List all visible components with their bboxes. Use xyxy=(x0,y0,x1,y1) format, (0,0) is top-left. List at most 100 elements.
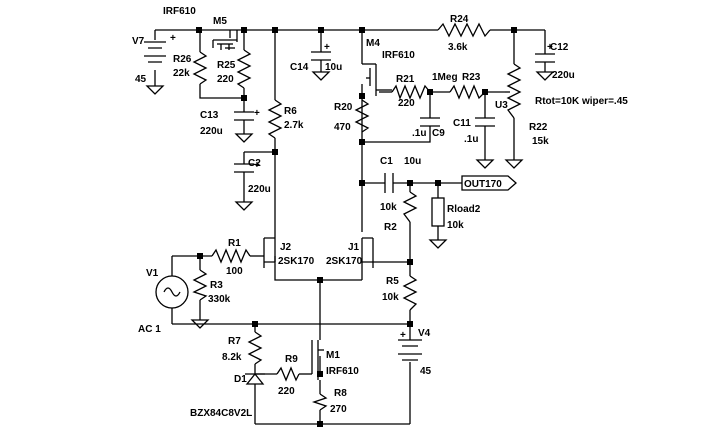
out170-port xyxy=(461,175,517,191)
capacitor-c14 xyxy=(311,51,331,61)
label-r23-value: 1Meg xyxy=(432,72,458,83)
battery-v4 xyxy=(398,339,422,361)
label-c11-value: .1u xyxy=(464,134,478,145)
label-j2: J2 xyxy=(280,242,292,253)
resistor-r3 xyxy=(192,269,208,301)
capacitor-c12 xyxy=(535,53,555,63)
label-c13-value: 220u xyxy=(200,126,223,137)
label-ac1: AC 1 xyxy=(138,324,161,335)
label-r6: R6 xyxy=(284,106,297,117)
label-j2-type: 2SK170 xyxy=(278,256,315,267)
label-r22: R22 xyxy=(529,122,548,133)
label-c2: C2 xyxy=(248,158,261,169)
label-r25-value: 220 xyxy=(217,74,234,85)
label-m4: M4 xyxy=(366,38,380,49)
label-m1-type: IRF610 xyxy=(326,366,359,377)
label-v7-value: 45 xyxy=(135,74,147,85)
label-c1-value: 10u xyxy=(404,156,421,167)
capacitor-c9 xyxy=(420,117,440,127)
label-c2-value: 220u xyxy=(248,184,271,195)
label-r20: R20 xyxy=(334,102,353,113)
label-plus-c13: + xyxy=(254,108,260,119)
mosfet-m1 xyxy=(311,340,324,380)
label-r8: R8 xyxy=(334,388,347,399)
label-r8-value: 270 xyxy=(330,404,347,415)
resistor-r9 xyxy=(276,366,300,382)
battery-v7 xyxy=(144,41,166,63)
label-c1: C1 xyxy=(380,156,393,167)
capacitor-c11 xyxy=(475,117,495,127)
ground-symbols xyxy=(145,71,555,329)
label-u3: U3 xyxy=(495,100,508,111)
mosfet-m5 xyxy=(213,30,237,50)
label-r1-value: 100 xyxy=(226,266,243,277)
label-m1: M1 xyxy=(326,350,340,361)
resistor-r1 xyxy=(211,248,251,264)
label-j1-type: 2SK170 xyxy=(326,256,363,267)
label-plus-c12: + xyxy=(547,42,553,53)
label-j1: J1 xyxy=(348,242,360,253)
resistor-r2 xyxy=(402,191,418,223)
label-r3: R3 xyxy=(210,280,223,291)
label-r24-value: 3.6k xyxy=(448,42,468,53)
label-r9-value: 220 xyxy=(278,386,295,397)
label-c14-value: 10u xyxy=(325,62,342,73)
label-c9: C9 xyxy=(432,128,445,139)
label-out170: OUT170 xyxy=(464,179,502,190)
label-c12: C12 xyxy=(550,42,569,53)
resistor-rload2 xyxy=(431,197,445,227)
label-plus-c2: + xyxy=(254,160,260,171)
label-d1: D1 xyxy=(234,374,247,385)
label-r20-value: 470 xyxy=(334,122,351,133)
resistor-r25 xyxy=(236,49,252,89)
resistor-r6 xyxy=(267,99,283,139)
label-c9-value: .1u xyxy=(412,128,426,139)
potentiometer-u3 xyxy=(505,63,522,119)
zener-diode-d1 xyxy=(245,372,265,385)
label-c14: C14 xyxy=(290,62,309,73)
label-r2-value: 10k xyxy=(380,202,397,213)
ac-source-v1 xyxy=(155,275,189,309)
label-c11: C11 xyxy=(453,118,471,129)
label-zener: BZX84C8V2L xyxy=(190,408,252,419)
label-r21: R21 xyxy=(396,74,415,85)
label-c12-value: 220u xyxy=(552,70,575,81)
label-r24: R24 xyxy=(450,14,469,25)
label-plus-v4: + xyxy=(400,330,406,341)
label-r7-value: 8.2k xyxy=(222,352,242,363)
label-irf610-top: IRF610 xyxy=(163,6,196,17)
label-r22-value: 15k xyxy=(532,136,549,147)
label-r6-value: 2.7k xyxy=(284,120,304,131)
label-plus-c14: + xyxy=(324,42,330,53)
resistor-r5 xyxy=(402,275,418,311)
label-rload2-value: 10k xyxy=(447,220,464,231)
label-v1: V1 xyxy=(146,268,159,279)
label-r1: R1 xyxy=(228,238,241,249)
label-r9: R9 xyxy=(285,354,298,365)
component-labels: IRF610 M5 V7 45 R26 22k R25 220 C13 220u… xyxy=(132,6,628,419)
resistor-r21 xyxy=(391,84,431,100)
resistor-r20 xyxy=(354,99,370,133)
label-r5: R5 xyxy=(386,276,399,287)
label-rload2: Rload2 xyxy=(447,204,481,215)
label-v4: V4 xyxy=(418,328,431,339)
mosfet-m4 xyxy=(366,64,392,91)
jfet-j2 xyxy=(264,237,276,263)
resistor-r23 xyxy=(449,84,486,100)
label-r26-value: 22k xyxy=(173,68,190,79)
label-v7: V7 xyxy=(132,36,145,47)
label-r3-value: 330k xyxy=(208,294,231,305)
label-c13: C13 xyxy=(200,110,219,121)
label-m4-type: IRF610 xyxy=(382,50,415,61)
label-m5: M5 xyxy=(213,16,227,27)
label-r23: R23 xyxy=(462,72,481,83)
label-plus-v7: + xyxy=(170,33,176,44)
label-r7: R7 xyxy=(228,336,241,347)
label-r21-value: 220 xyxy=(398,98,415,109)
resistor-r8 xyxy=(311,393,328,411)
label-v4-value: 45 xyxy=(420,366,432,377)
label-r2: R2 xyxy=(384,222,397,233)
resistor-r24 xyxy=(437,22,491,38)
capacitor-c13 xyxy=(234,111,254,134)
